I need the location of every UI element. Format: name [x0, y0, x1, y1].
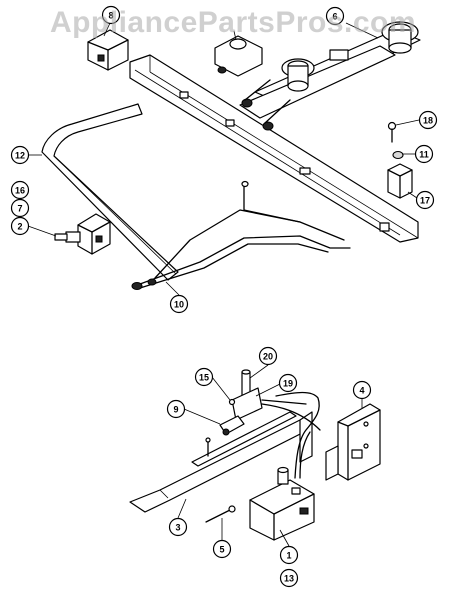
callout-label: 12	[15, 151, 25, 161]
bracket-4	[325, 403, 381, 481]
callout-label: 15	[199, 373, 209, 383]
callout-2: 2	[10, 216, 30, 236]
callout-13: 13	[279, 568, 299, 588]
callout-3: 3	[168, 517, 188, 537]
valve-2	[54, 213, 111, 255]
leader-lines	[27, 22, 420, 547]
callout-label: 2	[17, 222, 22, 232]
screw-5	[205, 505, 236, 523]
callout-label: 10	[174, 300, 184, 310]
bar-12	[41, 103, 179, 281]
callout-label: 13	[284, 574, 294, 584]
callout-12: 12	[10, 145, 30, 165]
callout-label: 11	[419, 150, 429, 160]
callout-15: 15	[194, 367, 214, 387]
callout-16: 16	[10, 180, 30, 200]
callout-label: 9	[173, 405, 178, 415]
callout-19: 19	[278, 373, 298, 393]
callout-1: 1	[279, 545, 299, 565]
callout-label: 5	[219, 545, 224, 555]
callout-label: 8	[108, 11, 113, 21]
callout-label: 19	[283, 379, 293, 389]
callout-label: 18	[423, 116, 433, 126]
callout-label: 1	[286, 551, 291, 561]
callout-4: 4	[352, 380, 372, 400]
capillary-tube	[275, 391, 320, 479]
callout-label: 4	[359, 386, 364, 396]
switch-assembly	[219, 369, 321, 436]
callout-8: 8	[101, 5, 121, 25]
callout-10: 10	[169, 294, 189, 314]
valve-clip-part	[87, 29, 129, 71]
tubing-10	[131, 180, 351, 290]
thermostat-1	[249, 466, 315, 541]
burner-assembly	[239, 21, 421, 131]
callout-label: 6	[332, 12, 337, 22]
callout-label: 7	[17, 204, 22, 214]
callout-label: 17	[420, 196, 430, 206]
callout-label: 3	[175, 523, 180, 533]
manifold-bar	[129, 54, 419, 243]
callout-18: 18	[418, 110, 438, 130]
callout-17: 17	[415, 190, 435, 210]
bracket-3	[129, 411, 313, 513]
callout-label: 20	[263, 352, 273, 362]
callout-5: 5	[212, 539, 232, 559]
orifice-part	[214, 35, 263, 77]
callout-20: 20	[258, 346, 278, 366]
callout-6: 6	[325, 6, 345, 26]
callout-7: 7	[10, 198, 30, 218]
callout-11: 11	[414, 144, 434, 164]
callout-9: 9	[166, 399, 186, 419]
callout-label: 16	[15, 186, 25, 196]
bracket-17	[387, 121, 413, 199]
